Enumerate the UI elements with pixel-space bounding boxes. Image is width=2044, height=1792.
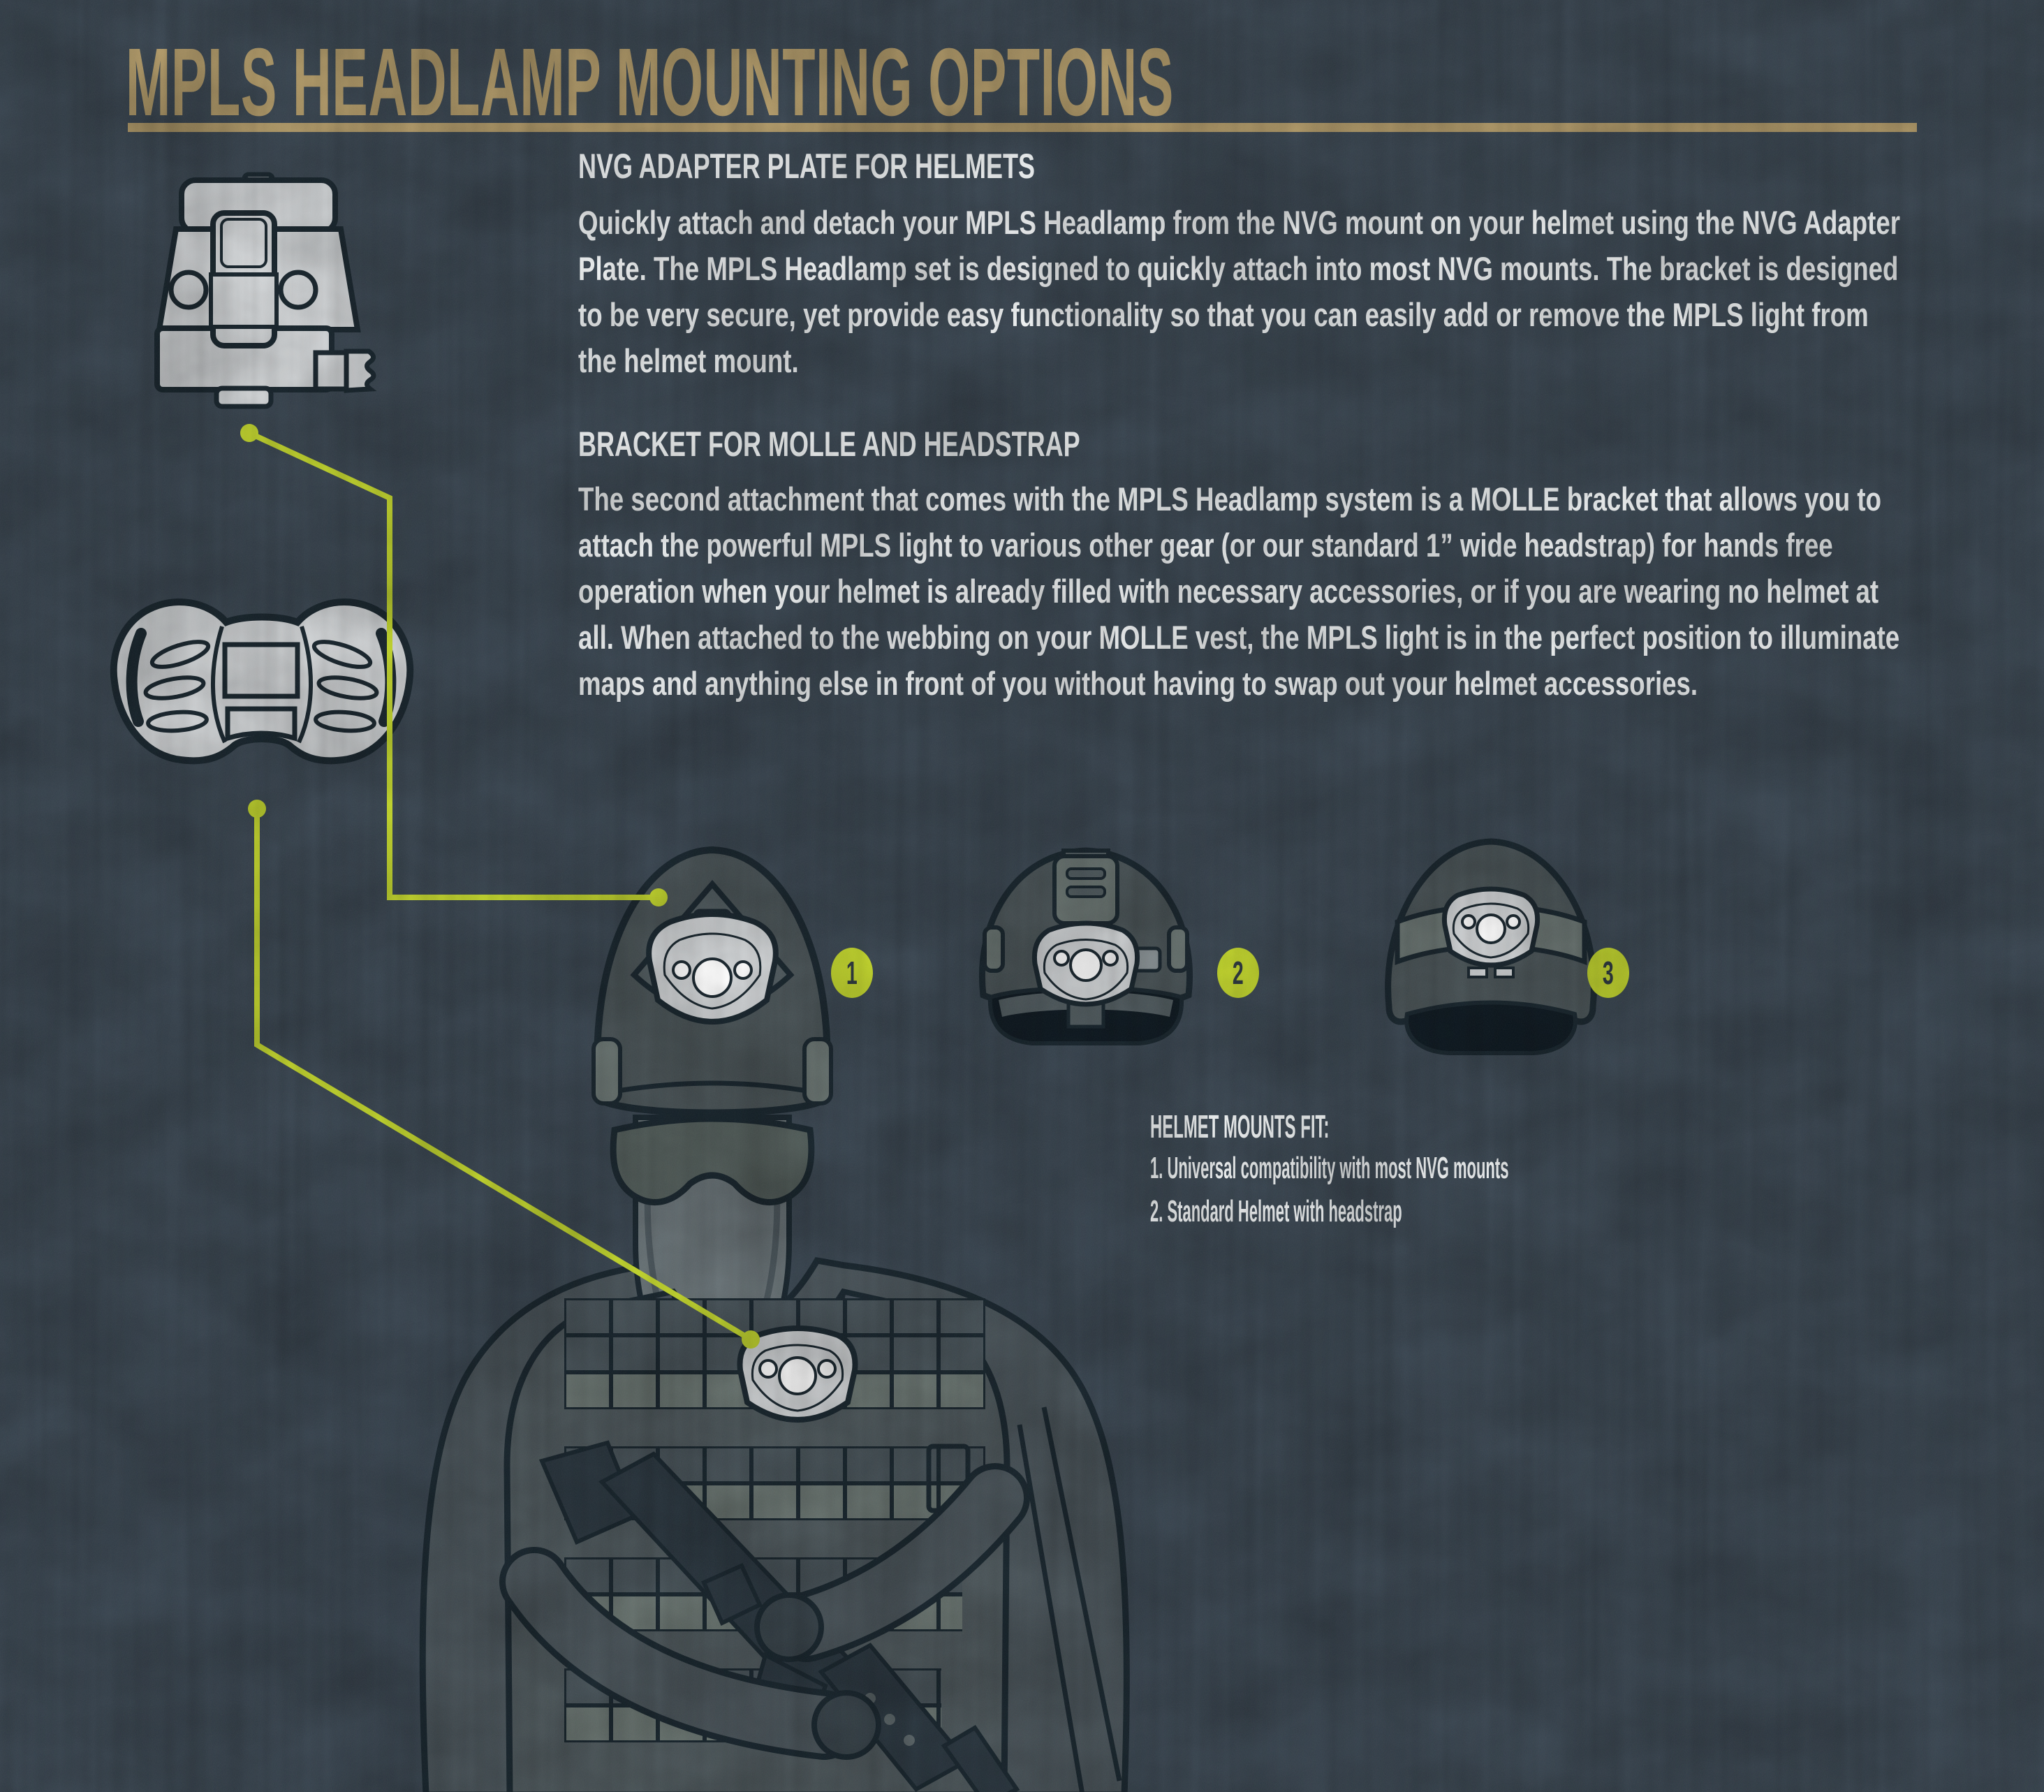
- section-body-nvg-adapter: Quickly attach and detach your MPLS Head…: [578, 204, 1901, 379]
- helmet-mounts-list: 1. Universal compatibility with most NVG…: [1150, 1147, 1508, 1233]
- callout-badge-2: 2: [1217, 948, 1259, 998]
- helmet-nvg-bracket-icon: [979, 847, 1193, 1045]
- callout-badge-2-label: 2: [1233, 955, 1244, 991]
- callout-badge-3: 3: [1587, 948, 1629, 998]
- helmet-headstrap-icon: [1385, 838, 1597, 1055]
- nvg-adapter-plate-icon: [154, 172, 377, 409]
- helmet-mounts-heading: HELMET MOUNTS FIT:: [1150, 1108, 1330, 1145]
- connector-dot: [248, 800, 266, 818]
- chest-headlamp-icon: [737, 1325, 858, 1423]
- callout-badge-1: 1: [831, 948, 873, 998]
- connector-dot: [240, 424, 258, 442]
- callout-badge-3-label: 3: [1603, 955, 1614, 991]
- molle-bracket-icon: [110, 598, 414, 765]
- title-underline: [128, 123, 1917, 132]
- section-heading-nvg-adapter: NVG ADAPTER PLATE FOR HELMETS: [578, 147, 1036, 186]
- section-body-molle-bracket: The second attachment that comes with th…: [578, 480, 1900, 702]
- helmet-mounts-item-1: 1. Universal compatibility with most NVG…: [1150, 1151, 1509, 1185]
- callout-badge-1-label: 1: [846, 955, 858, 991]
- helmet-headlamp-icon: [646, 909, 779, 1024]
- section-heading-molle-bracket: BRACKET FOR MOLLE AND HEADSTRAP: [578, 425, 1080, 464]
- page-title: MPLS HEADLAMP MOUNTING OPTIONS: [126, 29, 1174, 136]
- helmet-mounts-item-2: 2. Standard Helmet with headstrap: [1150, 1194, 1402, 1228]
